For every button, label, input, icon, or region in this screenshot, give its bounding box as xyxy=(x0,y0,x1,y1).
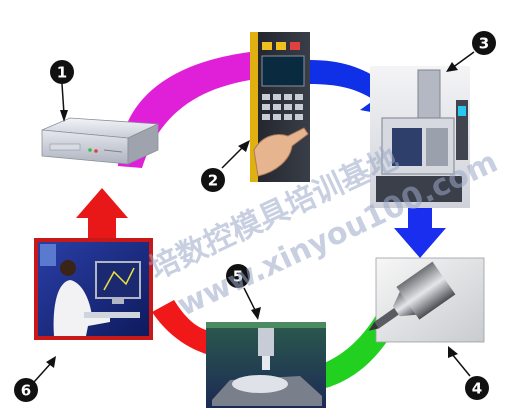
server-unit-image xyxy=(41,117,159,165)
step-badge-6: 6 xyxy=(14,356,56,402)
machining-center-image xyxy=(370,66,470,208)
step-number-4: 4 xyxy=(472,380,482,398)
step-number-2: 2 xyxy=(208,172,218,190)
step-number-1: 1 xyxy=(57,64,67,82)
cnc-control-panel-image xyxy=(250,32,310,182)
arrow-workstation-to-server xyxy=(76,188,128,240)
step-number-6: 6 xyxy=(21,382,31,400)
machining-workpiece-image xyxy=(206,322,326,408)
cad-workstation-image xyxy=(34,238,153,340)
step-number-5: 5 xyxy=(233,268,243,286)
arrow-workpiece-to-workstation xyxy=(152,300,206,354)
step-badge-3: 3 xyxy=(446,31,496,72)
step-badge-1: 1 xyxy=(50,60,74,122)
arrow-machine-to-tool xyxy=(394,204,446,258)
cutting-tool-image xyxy=(368,257,485,343)
step-badge-4: 4 xyxy=(448,346,489,400)
step-number-3: 3 xyxy=(479,35,489,53)
step-badge-5: 5 xyxy=(226,264,261,320)
step-badge-2: 2 xyxy=(201,140,250,192)
